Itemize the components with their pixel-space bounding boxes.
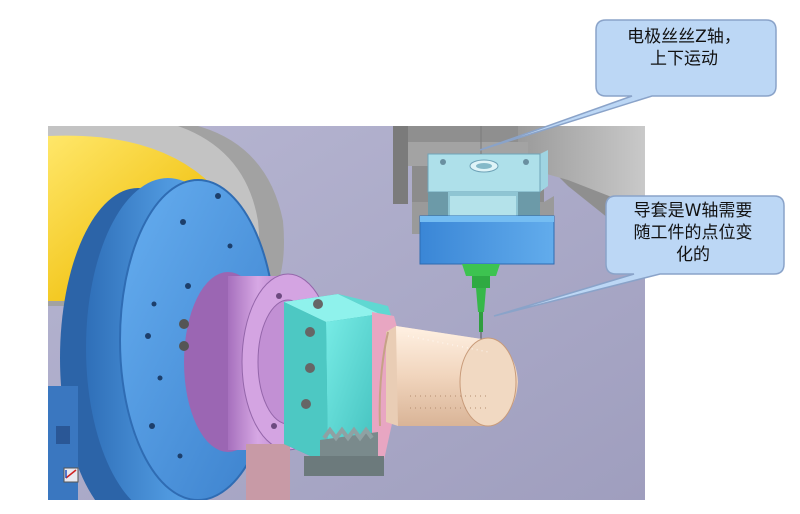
gear-clamp [304,426,384,476]
machine-scene [48,126,645,500]
callout-text-z-axis: 电极丝丝Z轴， 上下运动 [627,27,741,69]
workpiece [378,326,518,427]
callout-text-w-axis: 导套是W轴需要 随工件的点位变 化的 [633,201,753,265]
workholder [284,294,406,464]
cad-viewport[interactable] [48,126,645,500]
axis-triad-icon[interactable] [63,467,79,483]
